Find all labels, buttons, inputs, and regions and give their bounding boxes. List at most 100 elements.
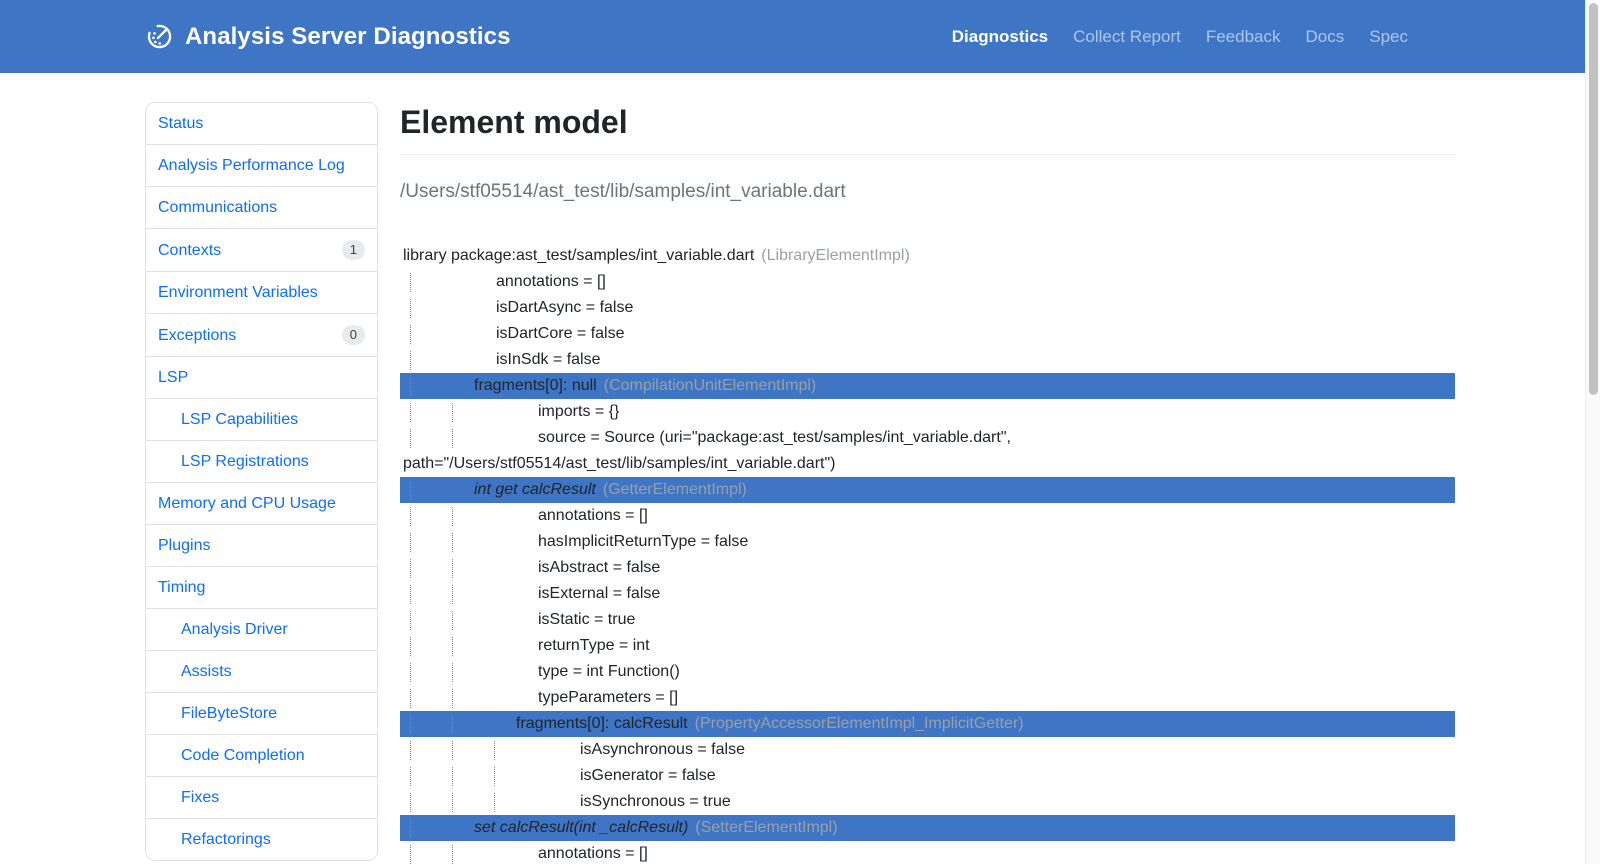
indent-guide [452, 425, 494, 451]
sidebar-item-assists[interactable]: Assists [146, 650, 377, 692]
scrollbar-thumb[interactable] [1589, 3, 1598, 395]
sidebar-item-lsp-registrations[interactable]: LSP Registrations [146, 440, 377, 482]
file-path: /Users/stf05514/ast_test/lib/samples/int… [400, 181, 846, 202]
tree-line: set calcResult(int _calcResult) (SetterEl… [400, 815, 1455, 841]
sidebar-item-filebytestore[interactable]: FileByteStore [146, 692, 377, 734]
nav-feedback[interactable]: Feedback [1205, 26, 1281, 46]
tree-line: annotations = [] [400, 503, 1455, 529]
tree-text: isSynchronous = true [580, 793, 731, 810]
sidebar-item-lsp-capabilities[interactable]: LSP Capabilities [146, 398, 377, 440]
sidebar-item-timing[interactable]: Timing [146, 566, 377, 608]
sidebar-item-fixes[interactable]: Fixes [146, 776, 377, 818]
indent-guide [410, 815, 452, 841]
element-class-suffix: (GetterElementImpl) [602, 481, 747, 498]
tree-line: typeParameters = [] [400, 685, 1455, 711]
sidebar-item-label: Analysis Driver [181, 621, 288, 638]
tree-text: path="/Users/stf05514/ast_test/lib/sampl… [403, 455, 836, 472]
sidebar-item-plugins[interactable]: Plugins [146, 524, 377, 566]
tree-line: annotations = [] [400, 269, 1455, 295]
indent-guide [410, 711, 452, 737]
indent-guide [410, 399, 452, 425]
sidebar-item-label: Exceptions [158, 326, 237, 344]
tree-line: isSynchronous = true [400, 789, 1455, 815]
indent-guide [410, 763, 452, 789]
tree-text: isInSdk = false [496, 351, 601, 368]
brand-title: Analysis Server Diagnostics [185, 22, 511, 50]
sidebar-item-lsp[interactable]: LSP [146, 356, 377, 398]
tree-text: fragments[0]: null [474, 377, 597, 394]
tree-line: source = Source (uri="package:ast_test/s… [400, 425, 1455, 451]
tree-text: isStatic = true [538, 611, 636, 628]
scrollbar-track[interactable] [1585, 0, 1600, 864]
sidebar-item-label: Plugins [158, 537, 211, 554]
indent-guide [452, 581, 494, 607]
divider [400, 154, 1455, 155]
sidebar-item-communications[interactable]: Communications [146, 186, 377, 228]
tree-text: fragments[0]: calcResult [516, 715, 688, 732]
brand-link[interactable]: Analysis Server Diagnostics [146, 23, 511, 51]
tree-line: fragments[0]: null(CompilationUnitElemen… [400, 373, 1455, 399]
nav-docs[interactable]: Docs [1305, 26, 1345, 46]
sidebar-item-label: LSP Registrations [181, 453, 309, 470]
indent-guide [410, 347, 452, 373]
indent-guide [410, 581, 452, 607]
tree-line: annotations = [] [400, 841, 1455, 867]
tree-text: set calcResult(int _calcResult) [474, 819, 689, 836]
tree-line: isExternal = false [400, 581, 1455, 607]
tree-line: path="/Users/stf05514/ast_test/lib/sampl… [400, 451, 1455, 477]
nav-diagnostics[interactable]: Diagnostics [951, 26, 1049, 46]
indent-guide [410, 425, 452, 451]
element-tree: library package:ast_test/samples/int_var… [400, 243, 1455, 867]
tree-text: isAsynchronous = false [580, 741, 745, 758]
tree-text: typeParameters = [] [538, 689, 679, 706]
indent-guide [452, 737, 494, 763]
sidebar-item-analysis-driver[interactable]: Analysis Driver [146, 608, 377, 650]
tree-text: isDartAsync = false [496, 299, 634, 316]
tree-text: annotations = [] [538, 845, 648, 862]
tree-line: hasImplicitReturnType = false [400, 529, 1455, 555]
sidebar-item-analysis-performance-log[interactable]: Analysis Performance Log [146, 144, 377, 186]
element-class-suffix: (SetterElementImpl) [695, 819, 838, 836]
indent-guide [410, 295, 452, 321]
indent-guide [410, 529, 452, 555]
element-class-suffix: (LibraryElementImpl) [761, 247, 910, 264]
gauge-icon [147, 24, 172, 49]
tree-text: hasImplicitReturnType = false [538, 533, 749, 550]
indent-guide [494, 737, 536, 763]
indent-guide [452, 529, 494, 555]
tree-line: isGenerator = false [400, 763, 1455, 789]
indent-guide [452, 633, 494, 659]
page-title: Element model [400, 104, 628, 140]
sidebar-item-code-completion[interactable]: Code Completion [146, 734, 377, 776]
nav-spec[interactable]: Spec [1369, 26, 1408, 46]
indent-guide [410, 477, 452, 503]
element-class-suffix: (PropertyAccessorElementImpl_ImplicitGet… [694, 715, 1024, 732]
tree-text: isAbstract = false [538, 559, 661, 576]
sidebar-item-memory-and-cpu-usage[interactable]: Memory and CPU Usage [146, 482, 377, 524]
header-container: Analysis Server Diagnostics Diagnostics C… [140, 0, 1460, 73]
tree-text: isExternal = false [538, 585, 661, 602]
indent-guide [410, 555, 452, 581]
nav-collect-report[interactable]: Collect Report [1073, 26, 1181, 46]
indent-guide [410, 633, 452, 659]
indent-guide [410, 269, 452, 295]
indent-guide [410, 789, 452, 815]
sidebar-item-environment-variables[interactable]: Environment Variables [146, 271, 377, 313]
app-header: Analysis Server Diagnostics Diagnostics C… [0, 0, 1600, 73]
sidebar-item-refactorings[interactable]: Refactorings [146, 818, 377, 860]
indent-guide [452, 789, 494, 815]
indent-guide [410, 659, 452, 685]
indent-guide [494, 763, 536, 789]
sidebar-item-label: Environment Variables [158, 284, 318, 301]
tree-line: isAbstract = false [400, 555, 1455, 581]
tree-text: library package:ast_test/samples/int_var… [403, 247, 755, 264]
tree-text: source = Source (uri="package:ast_test/s… [538, 429, 1011, 446]
indent-guide [452, 503, 494, 529]
sidebar-item-status[interactable]: Status [146, 103, 377, 144]
indent-guide [410, 685, 452, 711]
indent-guide [452, 659, 494, 685]
count-badge: 1 [341, 240, 365, 260]
